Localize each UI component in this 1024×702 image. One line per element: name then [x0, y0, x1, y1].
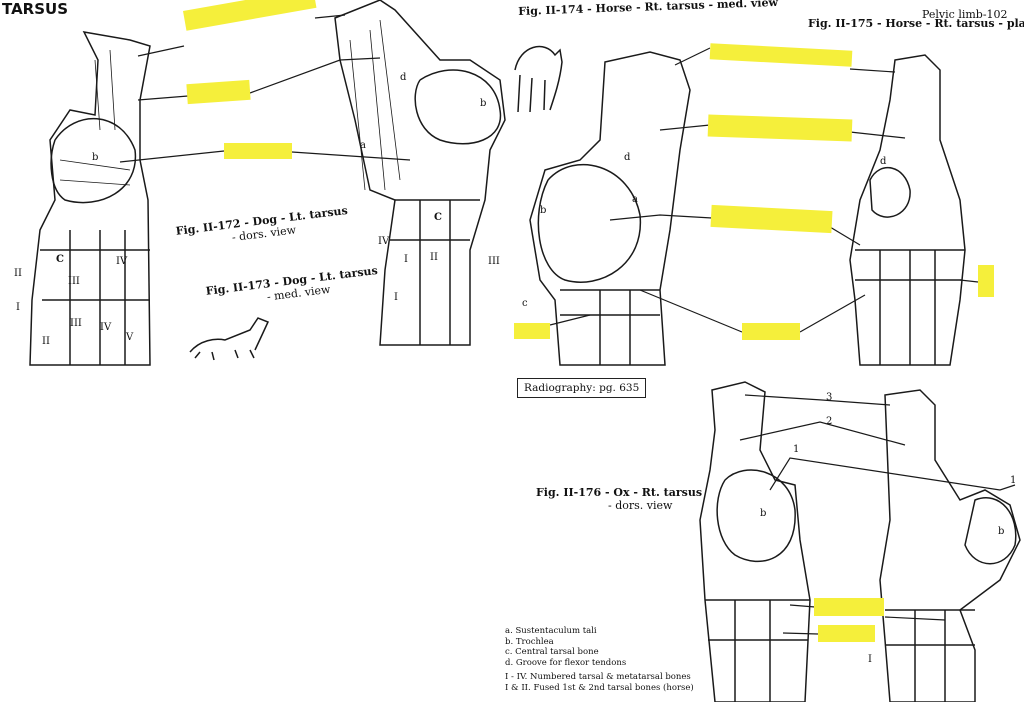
legend-item: a. Sustentaculum tali: [505, 626, 597, 636]
caption-fig176-title: Fig. II-176 - Ox - Rt. tarsus: [536, 486, 703, 499]
label-III: III: [70, 318, 82, 329]
label-III: III: [488, 256, 500, 267]
label-b: b: [760, 508, 767, 519]
label-3: 3: [826, 392, 833, 403]
label-b: b: [540, 205, 547, 216]
legend-item: b. Trochlea: [505, 636, 554, 647]
label-cover-8: [514, 323, 550, 339]
label-2: 2: [826, 416, 833, 427]
horse-tarsus-plantar-drawing: [849, 54, 966, 366]
caption-fig176-sub: - dors. view: [608, 499, 673, 512]
label-b: b: [92, 152, 99, 163]
horse-tarsus-medial-drawing: [529, 51, 691, 366]
label-cover-7: [978, 265, 994, 297]
label-IV: IV: [116, 256, 128, 267]
caption-fig175: Fig. II-175 - Horse - Rt. tarsus - plant…: [808, 17, 1024, 30]
label-1: 1: [1010, 475, 1017, 486]
label-II: II: [42, 336, 50, 347]
leader-lines: [119, 14, 1016, 635]
label-I: I: [404, 254, 408, 265]
page-header: Pelvic limb-102: [922, 8, 1008, 21]
label-d: d: [400, 72, 407, 83]
legend-item: I - IV. Numbered tarsal & metatarsal bon…: [505, 672, 691, 682]
label-cover-10: [814, 598, 884, 616]
radiography-reference: Radiography: pg. 635: [517, 378, 647, 398]
label-I: I: [868, 654, 872, 665]
label-1: 1: [793, 444, 800, 455]
label-a: a: [632, 194, 638, 205]
label-cover-3: [224, 143, 292, 159]
label-a: a: [360, 140, 366, 151]
label-b: b: [998, 526, 1005, 537]
caption-fig176: Fig. II-176 - Ox - Rt. tarsus - dors. vi…: [536, 486, 702, 512]
label-II: II: [14, 268, 22, 279]
label-b: b: [480, 98, 487, 109]
dog-tarsus-medial-drawing: [334, 0, 506, 346]
legend-item: d. Groove for flexor tendons: [505, 657, 627, 668]
horse-icon: [514, 45, 563, 113]
label-V: V: [126, 332, 134, 343]
legend-item: I & II. Fused 1st & 2nd tarsal bones (ho…: [505, 682, 694, 693]
label-IV: IV: [100, 322, 112, 333]
label-IV: IV: [378, 236, 390, 247]
label-I: I: [16, 302, 20, 313]
label-cover-11: [818, 625, 875, 642]
dog-icon: [189, 317, 270, 361]
label-I: I: [394, 292, 398, 303]
label-d: d: [880, 156, 887, 167]
label-C: C: [434, 212, 442, 223]
label-c: c: [522, 298, 528, 309]
label-III: III: [68, 276, 80, 287]
label-II: II: [430, 252, 438, 263]
legend: a. Sustentaculum tali b. Trochlea c. Cen…: [505, 626, 694, 693]
label-cover-9: [742, 323, 800, 340]
ox-tarsus-dorsal-drawing: [699, 381, 1021, 702]
section-title: TARSUS: [2, 0, 69, 18]
label-C: C: [56, 254, 64, 265]
label-d: d: [624, 152, 631, 163]
dog-tarsus-dorsal-drawing: [29, 31, 151, 366]
legend-item: c. Central tarsal bone: [505, 647, 599, 657]
